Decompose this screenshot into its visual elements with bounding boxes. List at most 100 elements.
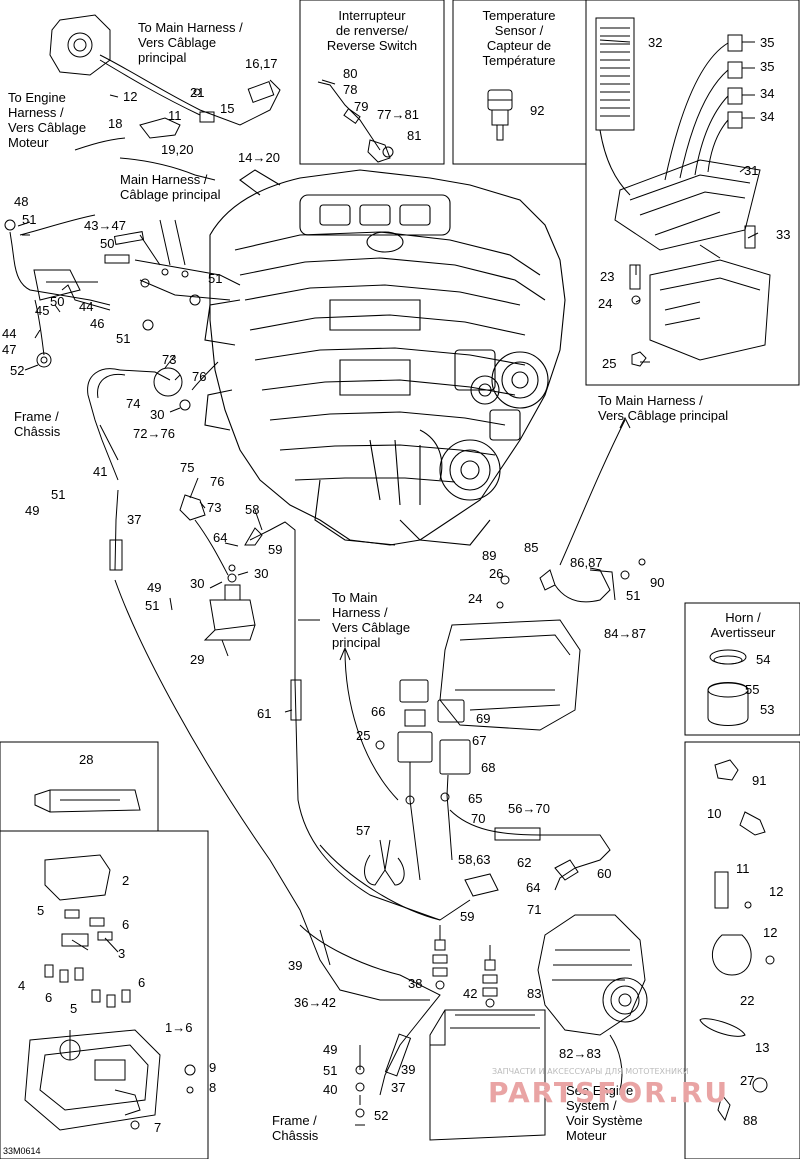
part-label: 46 [90,316,105,331]
horn-illustration [707,649,749,726]
part-label: 31 [744,163,759,178]
part-label: 51 [323,1063,338,1078]
part-label: 71 [527,902,542,917]
part-label: 12 [769,884,784,899]
part-label: 76 [192,369,207,384]
part-label: 55 [745,682,760,697]
part-label: 30 [190,576,205,591]
part-label: 88 [743,1113,758,1128]
temperature-sensor-illustration [487,89,513,141]
part-label: 37 [391,1080,406,1095]
part-label: 25 [602,356,617,371]
engine-illustration [204,169,566,546]
harness-connector-top-left [49,14,281,139]
part-label: 77→81 [377,107,419,122]
part-label: 76 [210,474,225,489]
part-label: 64 [213,530,228,545]
part-label: 30 [254,566,269,581]
alternator [537,914,648,1091]
part-label: 51 [145,598,160,613]
part-label: 35 [760,35,775,50]
part-label: 34 [760,86,775,101]
reverse-switch-illustration [317,79,394,163]
ground-hardware [355,1045,365,1126]
part-label: 23 [600,269,615,284]
ground-cable [109,489,430,1001]
relay-cluster [375,679,471,881]
clamps-panel [684,741,800,1159]
reverse-switch-panel [299,0,445,165]
note-see-engine-system: See Engine System / Voir Système Moteur [566,1083,643,1143]
part-label: 44 [79,299,94,314]
part-label: 51 [626,588,641,603]
part-label: 32 [648,35,663,50]
part-label: 49 [25,503,40,518]
note-to-main-harness-top: To Main Harness / Vers Câblage principal [138,20,243,65]
part-label: 73 [207,500,222,515]
note-to-main-harness-center: To Main Harness / Vers Câblage principal [332,590,411,650]
part-label: 50 [50,294,65,309]
part-label: 73 [162,352,177,367]
part-label: 67 [472,733,487,748]
part-label: 35 [760,59,775,74]
part-label: 85 [524,540,539,555]
part-label: 6 [45,990,53,1005]
part-label: 51 [208,271,223,286]
part-label: 12 [763,925,778,940]
battery [429,1009,546,1141]
part-label: 16,17 [245,56,278,71]
part-label: 11 [736,861,750,876]
part-label: 39 [401,1062,416,1077]
solenoid-assembly [179,494,256,641]
part-label: 9 [209,1060,217,1075]
part-label: 54 [756,652,771,667]
part-label: 52 [374,1108,389,1123]
fuse-box-panel [585,0,800,386]
part-label: 43→47 [84,218,126,233]
part-label: 51 [22,212,37,227]
part-label: 60 [597,866,612,881]
part-label: 42 [463,986,478,1001]
part-label: 8 [209,1080,217,1095]
part-label: 40 [323,1082,338,1097]
part-label: 83 [527,986,542,1001]
part-label: 45 [35,303,50,318]
part-label: 21 [190,85,205,100]
reverse-switch-title: Interrupteur de renverse/ Reverse Switch [326,8,418,53]
part-label: 49 [323,1042,338,1057]
part-label: 74 [126,396,141,411]
part-label: 52 [10,363,25,378]
part-label: 2 [122,873,130,888]
part-label: 56→70 [508,801,550,816]
part-label: 5 [37,903,45,918]
bracket-84-87 [439,558,646,731]
part-label: 61 [257,706,272,721]
part-label: 47 [2,342,17,357]
part-label: 66 [371,704,386,719]
clip-57 [364,839,405,886]
part-label: 49 [147,580,162,595]
fuse-holder-panel [0,830,209,1159]
part-label: 62 [517,855,532,870]
part-label: 80 [343,66,358,81]
grease-tube [34,789,141,813]
horn-title: Horn / Avertisseur [710,610,776,640]
watermark-brand: PARTSFOR.RU [488,1076,730,1109]
part-label: 89 [482,548,497,563]
part-label: 5 [70,1001,78,1016]
watermark-tagline: ЗАПЧАСТИ И АКСЕССУАРЫ ДЛЯ МОТОТЕХНИКИ [492,1067,689,1076]
part-label: 27 [740,1073,755,1088]
cable-72-76 [87,367,191,481]
part-label: 48 [14,194,29,209]
part-label: 39 [288,958,303,973]
part-label: 64 [526,880,541,895]
part-label: 91 [752,773,767,788]
part-label: 12 [123,89,138,104]
part-label: 10 [707,806,722,821]
part-label: 30 [150,407,165,422]
clamps-illustration [699,759,775,1122]
part-label: 7 [154,1120,162,1135]
part-label: 53 [760,702,775,717]
part-label: 70 [471,811,486,826]
